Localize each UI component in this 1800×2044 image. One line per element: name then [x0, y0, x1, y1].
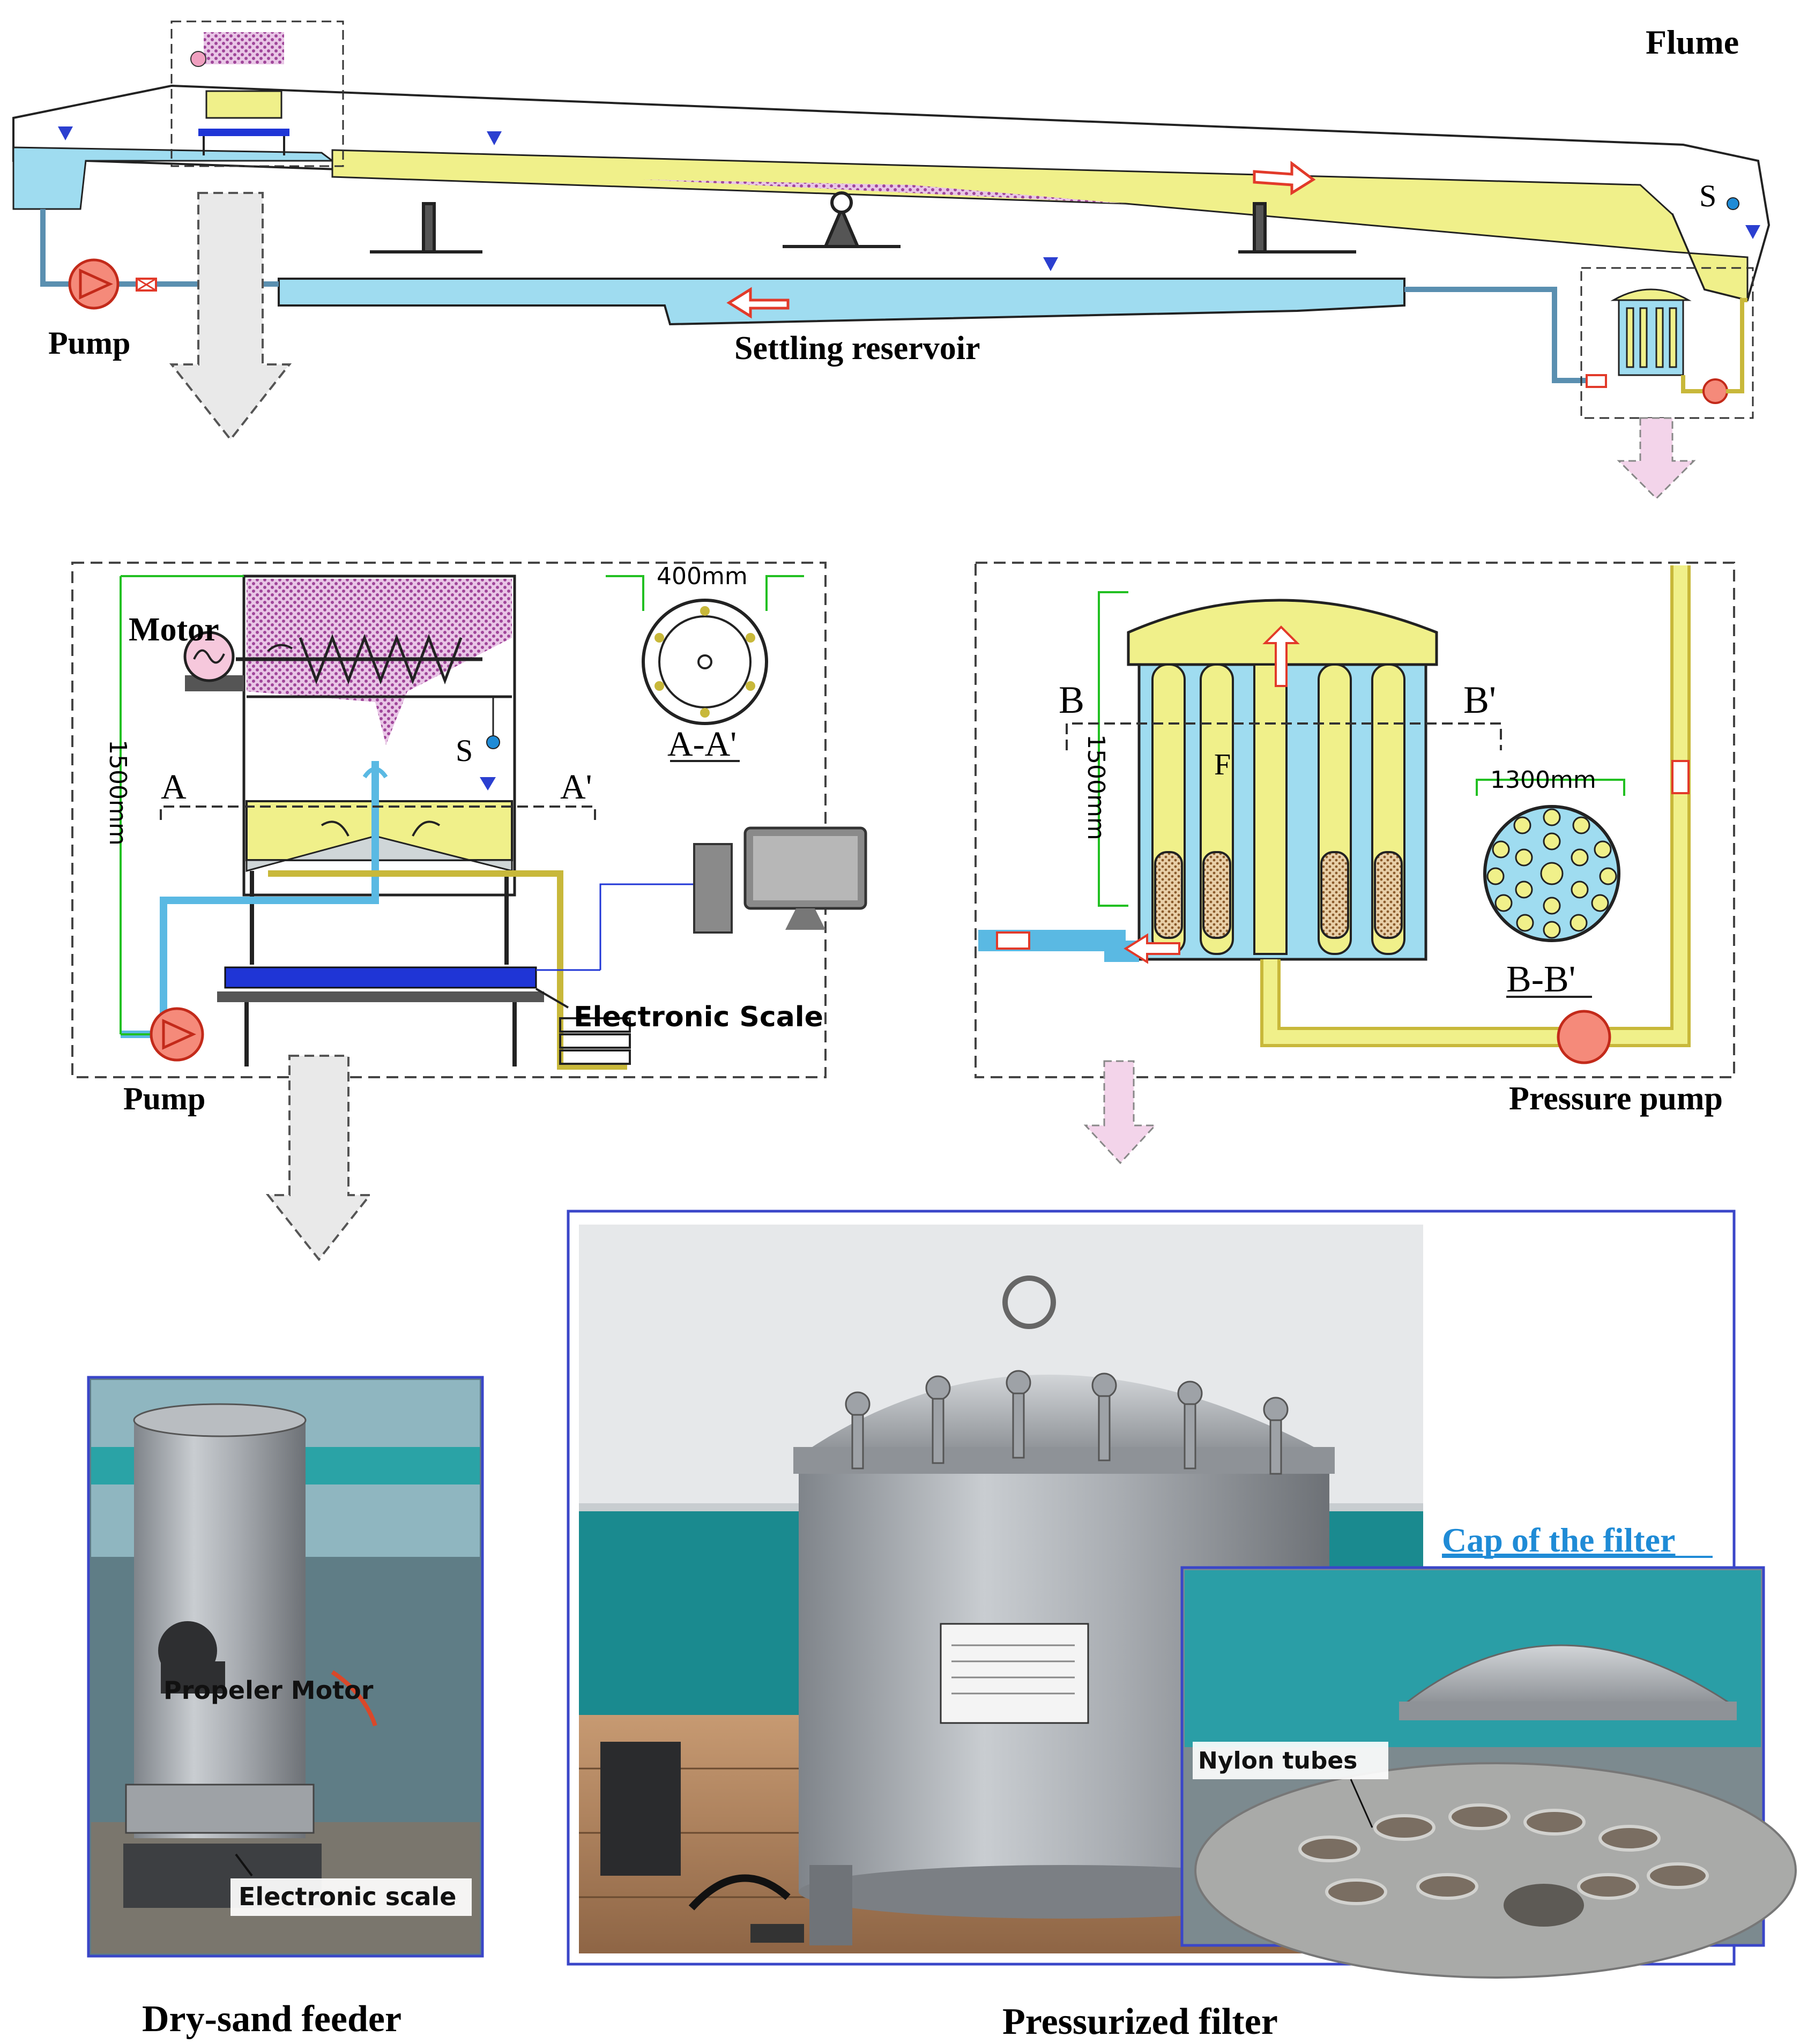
zoom-arrow-filter-photo	[1083, 1060, 1157, 1165]
water-level-mark	[1043, 257, 1058, 271]
flow-arrow-right	[1253, 161, 1316, 196]
valve-icon	[1671, 760, 1690, 794]
label-dim-400: 400mm	[657, 563, 748, 590]
label-pump-top: Pump	[48, 325, 130, 361]
flume-supports	[370, 191, 1356, 253]
filter-pipe	[1404, 287, 1587, 383]
screw-conveyor	[299, 633, 463, 685]
label-dim-1500-left: 1500mm	[104, 740, 131, 846]
water-level-mark	[58, 126, 73, 140]
settling-reservoir	[278, 278, 1405, 326]
flume-sediment-water	[331, 149, 1749, 301]
label-pressurized-filter: Pressurized filter	[1002, 2001, 1278, 2042]
label-electronic-scale-photo: Electronic scale	[239, 1882, 456, 1911]
feeder-photo: Propeler Motor Electronic scale	[87, 1376, 484, 1958]
nylon-tube-plate	[1194, 1762, 1797, 1979]
sand-hopper	[247, 579, 512, 745]
section-aa-ring	[642, 599, 768, 725]
flume-water-left	[12, 146, 335, 210]
computer-tower-icon	[693, 843, 733, 934]
filter-detail-panel: B B' 1500mm 1300mm F B-B' Pressure pump	[265, 562, 1735, 1262]
zoom-arrow-feeder	[169, 192, 292, 442]
label-s-feeder: S	[456, 733, 473, 768]
label-propeler-motor: Propeler Motor	[163, 1676, 374, 1705]
label-pressure-pump: Pressure pump	[1509, 1080, 1723, 1117]
feeder-detail-panel: Motor S A A' A-A' 400mm 1500mm Electroni…	[71, 562, 867, 1116]
label-settling-reservoir: Settling reservoir	[734, 330, 980, 367]
label-section-bb: B-B'	[1506, 959, 1575, 1000]
flow-arrow-left	[726, 287, 790, 319]
label-dim-1500-right: 1500mm	[1082, 734, 1110, 840]
label-s-top: S	[1699, 178, 1716, 213]
label-cap-of-filter: Cap of the filter	[1442, 1521, 1675, 1559]
label-dim-1300: 1300mm	[1490, 766, 1596, 794]
pressure-pump-icon	[1557, 1010, 1611, 1064]
water-level-mark	[1745, 225, 1760, 239]
water-level-mark	[487, 131, 502, 145]
valve-icon	[996, 931, 1030, 950]
filter-photo: Nylon tubes	[567, 1210, 1797, 1979]
label-motor: Motor	[129, 611, 219, 648]
label-a-right: A'	[560, 767, 592, 807]
label-b-left: B	[1059, 678, 1084, 721]
flume-sand-bed	[643, 180, 1126, 204]
filter-tubes	[1151, 663, 1405, 955]
flume-system: Flume Pump Settling reservoir S	[12, 20, 1771, 500]
label-electronic-scale: Electronic Scale	[574, 1001, 823, 1033]
electronic-scale-bar	[224, 966, 537, 989]
water-level-mark	[480, 777, 496, 790]
scale-cable-coil	[559, 1017, 631, 1065]
label-nylon-tubes: Nylon tubes	[1198, 1747, 1357, 1774]
zoom-arrow-feeder-photo	[265, 1055, 373, 1262]
label-b-right: B'	[1463, 678, 1496, 721]
label-pump-feeder: Pump	[123, 1081, 205, 1116]
label-section-aa: A-A'	[667, 725, 737, 764]
label-a-left: A	[161, 767, 187, 807]
label-dry-sand-feeder: Dry-sand feeder	[142, 1998, 401, 2040]
filter-outlet-pipe	[978, 930, 1139, 962]
label-flume: Flume	[1646, 23, 1739, 61]
label-f: F	[1214, 748, 1231, 781]
feeder-mini-frame	[170, 20, 344, 167]
valve-icon	[1586, 374, 1607, 388]
feeder-detail-frame	[71, 562, 827, 1078]
filter-detail-frame	[975, 562, 1735, 1078]
section-bb-tubes	[1486, 808, 1617, 939]
zoom-arrow-filter	[1617, 417, 1696, 500]
